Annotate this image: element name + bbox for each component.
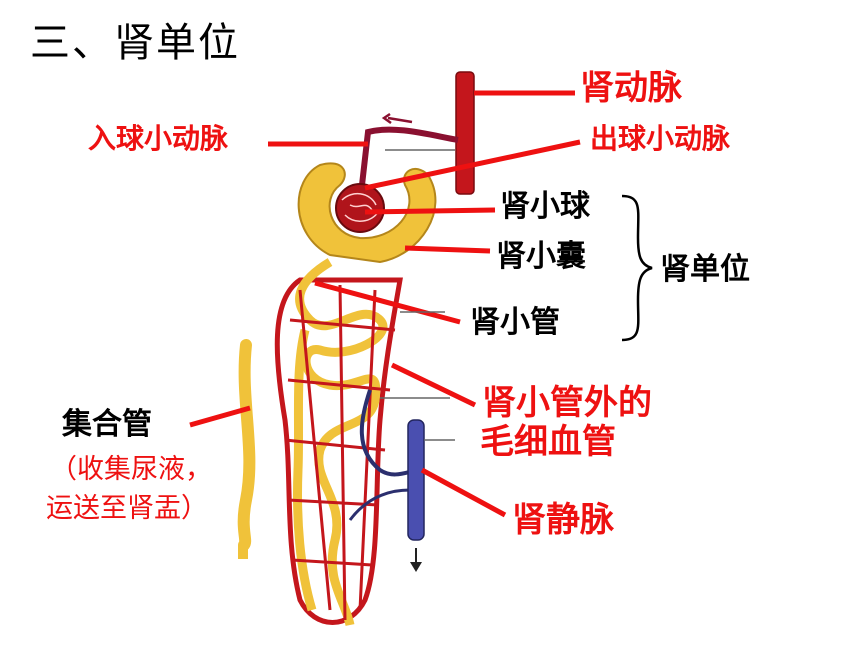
tubule-body <box>274 258 421 627</box>
label-collecting-note-line1: （收集尿液， <box>50 454 212 485</box>
label-capillaries-line1: 肾小管外的 <box>482 383 652 423</box>
label-capillaries-line2: 毛细血管 <box>480 422 616 462</box>
label-collecting-note-line2: 运送至肾盂） <box>46 493 208 524</box>
pointer-lines <box>189 90 581 518</box>
label-renal-artery: 肾动脉 <box>580 68 682 108</box>
renal-artery-vessel <box>455 71 475 195</box>
label-renal-vein: 肾静脉 <box>512 500 614 540</box>
label-efferent-arteriole: 出球小动脉 <box>590 122 731 155</box>
renal-vein-vessel <box>407 419 425 541</box>
label-nephron: 肾单位 <box>660 252 750 287</box>
nephron-brace-icon <box>621 194 653 342</box>
label-collecting-duct: 集合管 <box>62 407 152 442</box>
label-afferent-arteriole: 入球小动脉 <box>88 122 229 155</box>
arteriole-path <box>359 126 459 186</box>
flow-arrow-icon <box>387 116 413 124</box>
label-renal-tubule: 肾小管 <box>470 305 560 340</box>
label-glomerulus: 肾小球 <box>500 189 590 224</box>
page-title: 三、肾单位 <box>30 20 240 66</box>
glomerulus-knot <box>335 183 385 233</box>
collecting-duct-tube <box>237 339 256 551</box>
label-bowman-capsule: 肾小囊 <box>496 239 586 274</box>
bowman-capsule-shape <box>297 162 437 264</box>
